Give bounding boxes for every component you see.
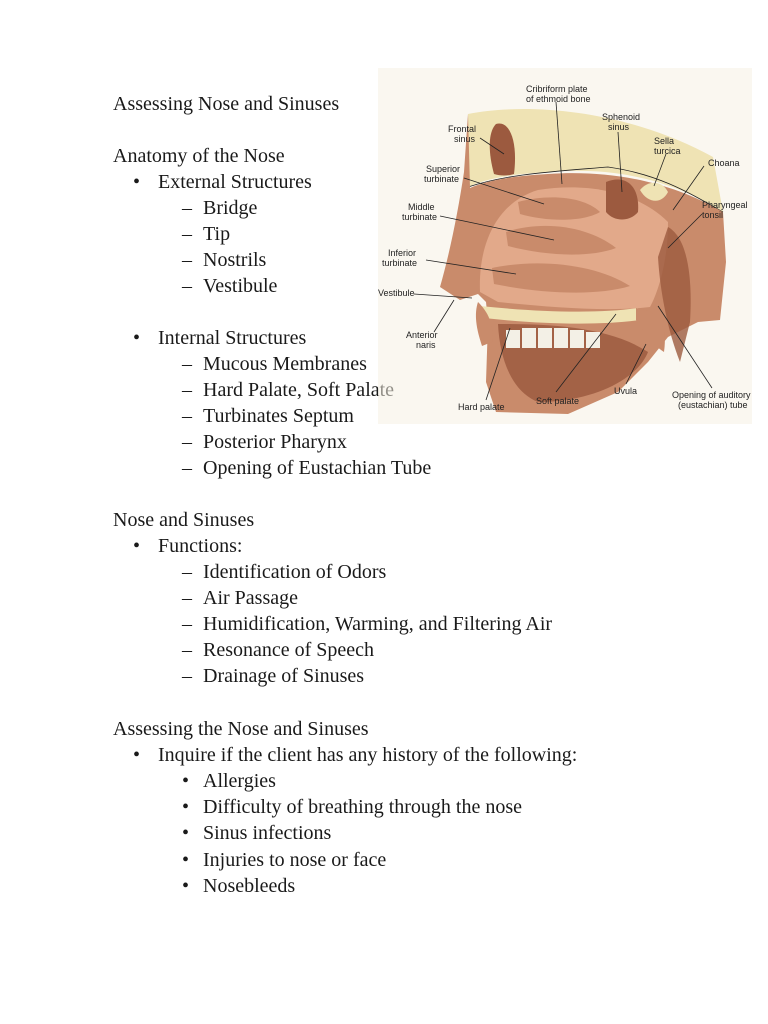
label-cribriform: Cribriform plate xyxy=(526,84,588,94)
nasal-cavity-svg: Cribriform plate of ethmoid bone Frontal… xyxy=(378,68,752,424)
label-frontal-sinus: Frontal xyxy=(448,124,476,134)
list-item: –Bridge xyxy=(182,197,258,219)
label-hard-palate: Hard palate xyxy=(458,402,505,412)
label-superior-turbinate-2: turbinate xyxy=(424,174,459,184)
list-item: •Injuries to nose or face xyxy=(182,849,387,871)
list-item: –Opening of Eustachian Tube xyxy=(182,457,432,479)
nasal-cavity-illustration: Cribriform plate of ethmoid bone Frontal… xyxy=(368,62,758,432)
label-sphenoid-sinus: Sphenoid xyxy=(602,112,640,122)
sella-turcica xyxy=(640,182,668,201)
label-superior-turbinate: Superior xyxy=(426,164,460,174)
list-item: –Identification of Odors xyxy=(182,561,387,583)
label-pharyngeal-tonsil-2: tonsil xyxy=(702,210,723,220)
superior-turbinate xyxy=(518,197,600,220)
label-cribriform-2: of ethmoid bone xyxy=(526,94,591,104)
label-soft-palate: Soft palate xyxy=(536,396,579,406)
label-inferior-turbinate: Inferior xyxy=(388,248,416,258)
label-inferior-turbinate-2: turbinate xyxy=(382,258,417,268)
bullet-internal-structures: •Internal Structures xyxy=(133,327,307,349)
section-heading-assessing: Assessing the Nose and Sinuses xyxy=(113,718,369,740)
label-choana: Choana xyxy=(708,158,740,168)
list-item: •Allergies xyxy=(182,770,276,792)
list-item: •Difficulty of breathing through the nos… xyxy=(182,796,523,818)
pharynx xyxy=(658,227,691,362)
label-middle-turbinate: Middle xyxy=(408,202,435,212)
middle-turbinate xyxy=(506,225,616,255)
list-item: –Turbinates Septum xyxy=(182,405,354,427)
upper-lip xyxy=(475,302,493,346)
label-sella-turcica: Sella xyxy=(654,136,674,146)
bullet-functions: •Functions: xyxy=(133,535,243,557)
inferior-turbinate xyxy=(492,263,630,293)
label-anterior-naris-2: naris xyxy=(416,340,436,350)
teeth xyxy=(506,328,600,348)
bullet-external-structures: •External Structures xyxy=(133,171,312,193)
section-heading-nose-sinuses: Nose and Sinuses xyxy=(113,509,255,531)
document-title: Assessing Nose and Sinuses xyxy=(113,93,340,115)
label-vestibule: Vestibule xyxy=(378,288,415,298)
list-item: –Drainage of Sinuses xyxy=(182,665,365,687)
list-item: –Resonance of Speech xyxy=(182,639,375,661)
label-auditory-tube: Opening of auditory xyxy=(672,390,751,400)
sphenoid-sinus xyxy=(606,179,639,220)
list-item: –Humidification, Warming, and Filtering … xyxy=(182,613,553,635)
label-sella-turcica-2: turcica xyxy=(654,146,681,156)
hard-palate xyxy=(480,306,640,324)
list-item: –Posterior Pharynx xyxy=(182,431,347,453)
leader-lines xyxy=(413,101,713,401)
list-item: –Mucous Membranes xyxy=(182,353,367,375)
frontal-sinus xyxy=(489,123,516,176)
label-frontal-sinus-2: sinus xyxy=(454,134,476,144)
list-item: •Nosebleeds xyxy=(182,875,296,897)
list-item: –Vestibule xyxy=(182,275,278,297)
section-heading-anatomy: Anatomy of the Nose xyxy=(113,145,285,167)
label-auditory-tube-2: (eustachian) tube xyxy=(678,400,748,410)
list-item: –Hard Palate, Soft Palate xyxy=(182,379,395,401)
skull-bone xyxy=(468,109,723,212)
list-item: –Tip xyxy=(182,223,231,245)
bullet-inquire: •Inquire if the client has any history o… xyxy=(133,744,578,766)
label-pharyngeal-tonsil: Pharyngeal xyxy=(702,200,748,210)
soft-palate xyxy=(636,308,665,352)
list-item: •Sinus infections xyxy=(182,822,332,844)
list-item: –Nostrils xyxy=(182,249,267,271)
label-uvula: Uvula xyxy=(614,386,637,396)
list-item: –Air Passage xyxy=(182,587,298,609)
label-anterior-naris: Anterior xyxy=(406,330,438,340)
label-middle-turbinate-2: turbinate xyxy=(402,212,437,222)
label-sphenoid-sinus-2: sinus xyxy=(608,122,630,132)
